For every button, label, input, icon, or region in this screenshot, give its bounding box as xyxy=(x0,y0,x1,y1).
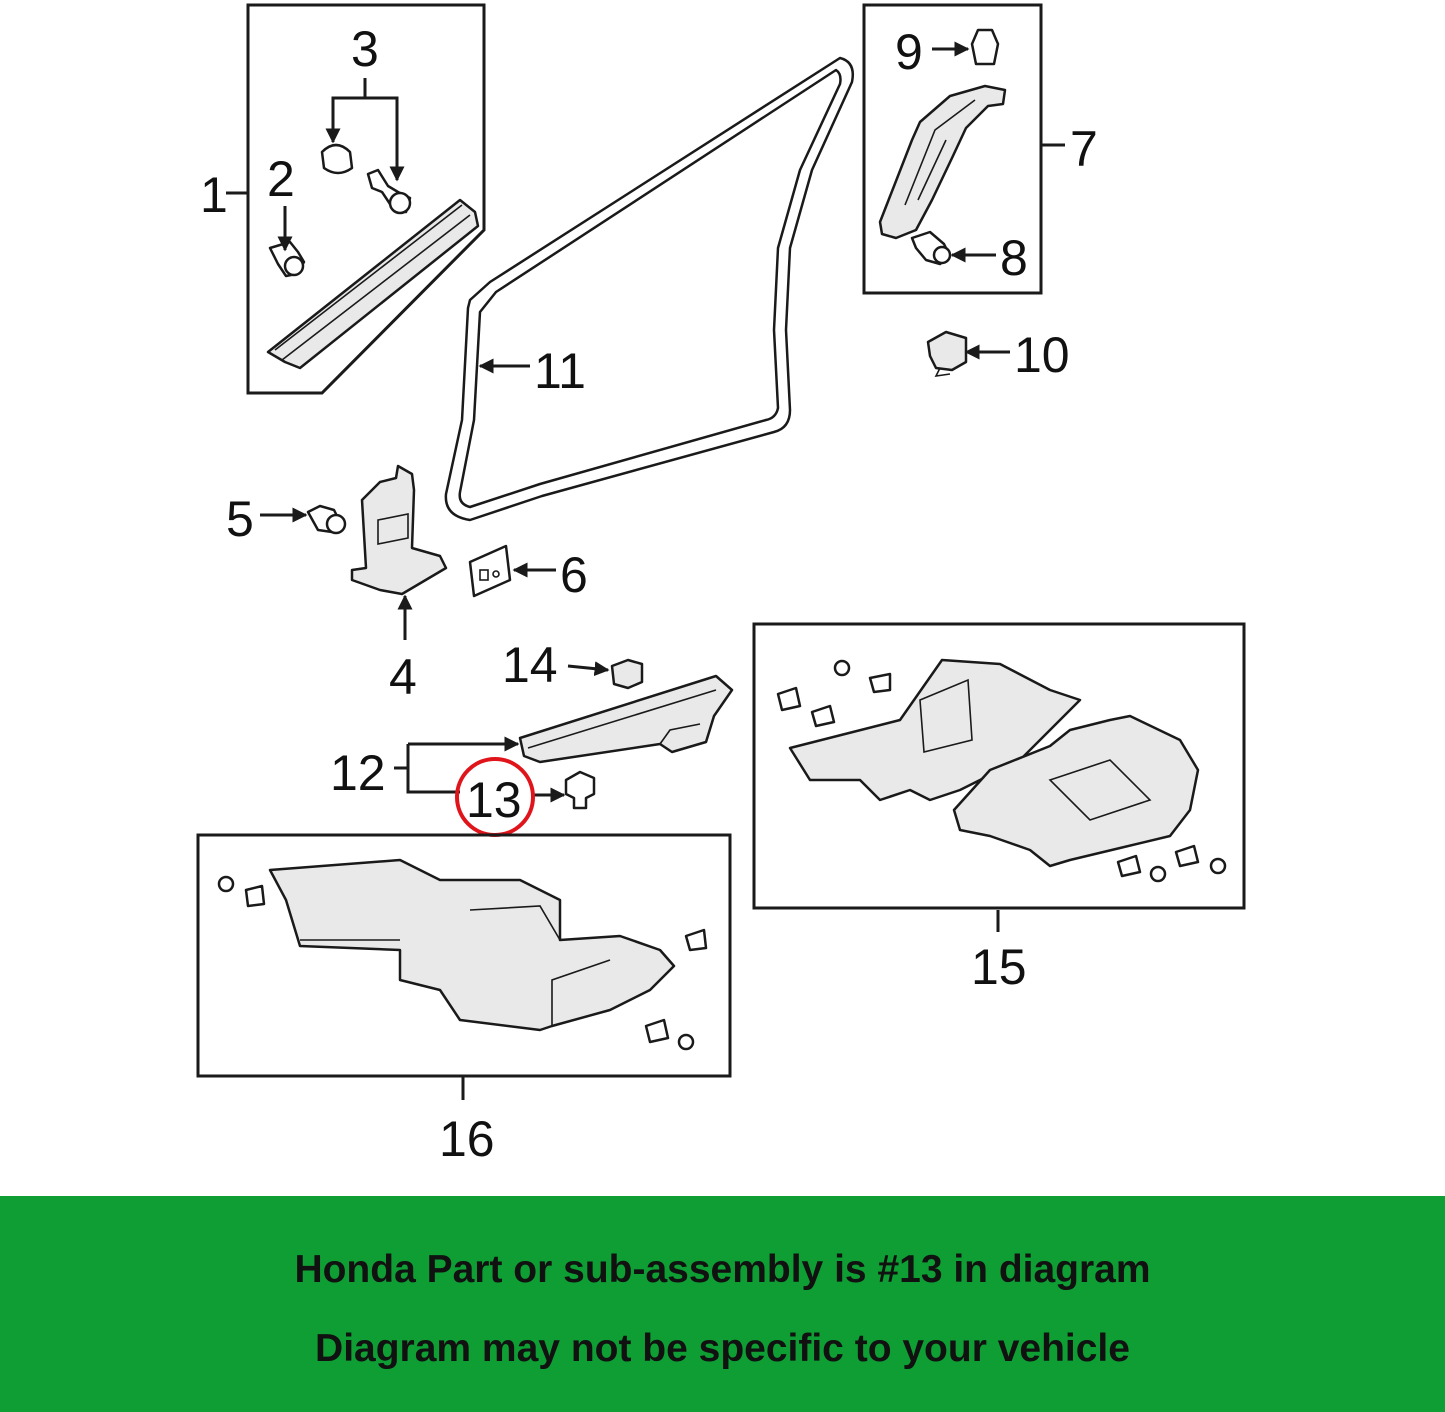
callout-14-arrow xyxy=(567,661,610,677)
callout-12: 12 xyxy=(330,745,386,801)
box-16-rear-carpet xyxy=(196,833,732,1078)
parts-diagram: 1 2 3 7 9 8 11 10 4 xyxy=(196,3,1246,1167)
banner-part-number-text: Honda Part or sub-assembly is #13 in dia… xyxy=(294,1248,1151,1291)
callout-6: 6 xyxy=(560,547,588,603)
part-6-plate xyxy=(468,544,512,598)
part-14-clip xyxy=(610,658,644,690)
callout-15: 15 xyxy=(971,939,1027,995)
banner-disclaimer-text: Diagram may not be specific to your vehi… xyxy=(315,1327,1130,1370)
callout-3-bracket xyxy=(325,78,405,182)
callout-1: 1 xyxy=(200,167,228,223)
part-4-cowl-trim xyxy=(350,464,448,596)
info-banner: Honda Part or sub-assembly is #13 in dia… xyxy=(0,1196,1445,1412)
callout-14: 14 xyxy=(502,637,558,693)
callout-5: 5 xyxy=(226,491,254,547)
part-11-weatherstrip xyxy=(444,56,854,522)
callout-10: 10 xyxy=(1014,327,1070,383)
callout-11: 11 xyxy=(534,343,586,399)
part-12-scuff-plate xyxy=(518,674,734,764)
box-15-front-carpet xyxy=(752,622,1246,910)
callout-13: 13 xyxy=(466,772,522,828)
box-7-upper-trim xyxy=(862,3,1043,295)
callout-3: 3 xyxy=(351,21,379,77)
callout-16: 16 xyxy=(439,1111,495,1167)
callout-9: 9 xyxy=(895,24,923,80)
part-13-bolt xyxy=(564,770,596,810)
callout-8: 8 xyxy=(1000,230,1028,286)
part-10-clip xyxy=(926,330,968,378)
part-5-fastener xyxy=(306,504,347,535)
callout-7: 7 xyxy=(1070,121,1098,177)
callout-12-bracket xyxy=(394,736,520,794)
callout-2: 2 xyxy=(267,151,295,207)
callout-4: 4 xyxy=(389,649,417,705)
